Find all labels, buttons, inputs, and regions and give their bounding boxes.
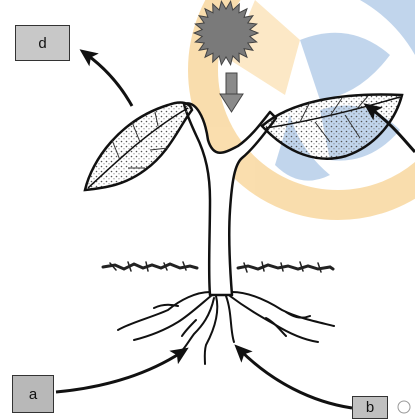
left-leaf: [85, 103, 192, 190]
arrow-from-label-a: [56, 352, 182, 392]
plant-roots: [118, 292, 334, 364]
small-circle-icon: [398, 401, 410, 413]
label-b: b: [352, 396, 388, 419]
label-a: a: [12, 375, 54, 413]
arrow-from-label-b: [240, 350, 352, 408]
label-d: d: [15, 25, 70, 61]
arrow-to-label-d: [86, 54, 132, 106]
